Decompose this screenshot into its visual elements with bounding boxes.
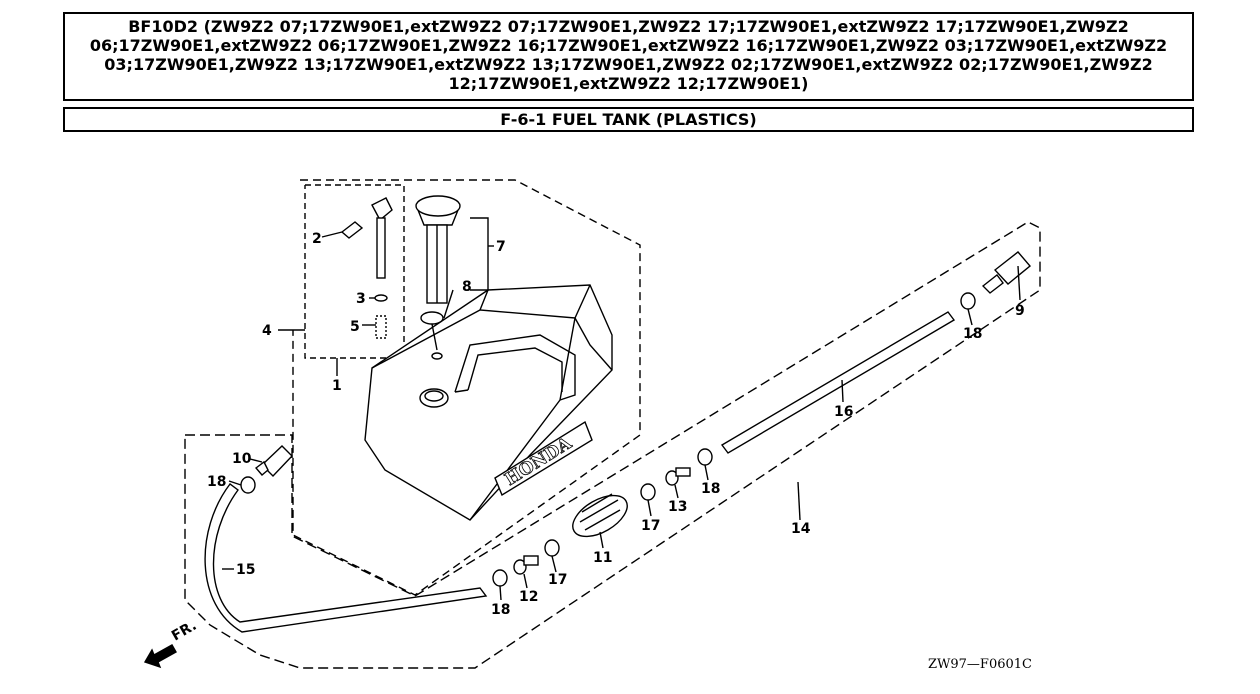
callout-18-a: 18	[963, 326, 982, 342]
washer-part-3	[374, 294, 388, 302]
clamp-17-a	[640, 483, 656, 501]
callout-1: 1	[332, 378, 342, 394]
spring-part-5	[375, 315, 387, 339]
fuel-gauge-part	[415, 195, 461, 304]
clamp-17-b	[544, 539, 560, 557]
clamp-18-a	[960, 292, 976, 310]
check-valve-13	[665, 467, 691, 486]
callout-4: 4	[262, 323, 272, 339]
model-applicability-header: BF10D2 (ZW9Z2 07;17ZW90E1,extZW9Z2 07;17…	[63, 12, 1194, 101]
callout-10: 10	[232, 451, 252, 467]
callout-12: 12	[519, 589, 538, 605]
hose-set-boundary	[184, 221, 1041, 669]
callout-18-c: 18	[701, 481, 720, 497]
callout-18-d: 18	[491, 602, 510, 618]
callout-13: 13	[668, 499, 687, 515]
callout-3: 3	[356, 291, 366, 307]
callout-5: 5	[350, 319, 360, 335]
fuel-hose-15	[204, 483, 488, 633]
callout-7: 7	[496, 239, 506, 255]
callout-8: 8	[462, 279, 472, 295]
callout-17-a: 17	[641, 518, 660, 534]
callout-17-b: 17	[548, 572, 567, 588]
vent-screw-part	[340, 197, 393, 279]
callout-9: 9	[1015, 303, 1025, 319]
callout-18-b: 18	[207, 474, 226, 490]
primer-bulb-part	[572, 493, 628, 538]
fuel-hose-16	[720, 311, 956, 454]
callout-14: 14	[791, 521, 811, 537]
clamp-18-c	[697, 448, 713, 466]
callout-11: 11	[593, 550, 612, 566]
clamp-18-d	[492, 569, 508, 587]
engine-connector-part	[254, 445, 293, 478]
clamp-18-b	[240, 476, 256, 494]
section-title: F-6-1 FUEL TANK (PLASTICS)	[63, 107, 1194, 132]
drawing-code: ZW97—F0601C	[928, 657, 1032, 672]
front-marker-label: FR.	[169, 618, 199, 645]
tank-connector-part	[981, 251, 1031, 294]
callout-15: 15	[236, 562, 255, 578]
tank-assembly-boundary	[292, 179, 641, 596]
callout-16: 16	[834, 404, 853, 420]
gasket-part-8	[420, 311, 444, 325]
check-valve-12	[513, 555, 539, 575]
fuel-tank	[364, 284, 613, 521]
front-arrow-icon	[143, 644, 177, 669]
callout-2: 2	[312, 231, 322, 247]
